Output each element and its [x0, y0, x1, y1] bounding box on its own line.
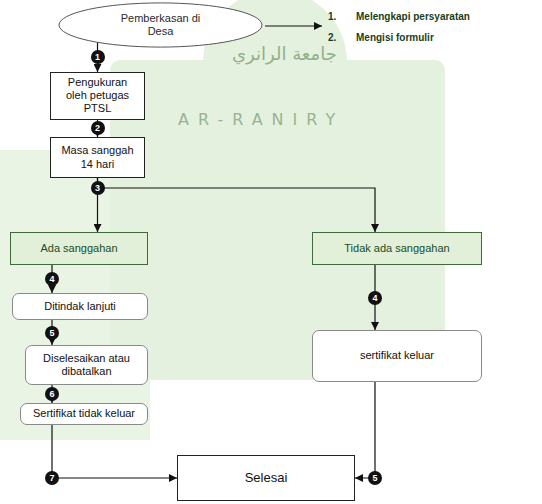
list-number: 1. [328, 11, 336, 22]
callout-number: 4 [45, 272, 59, 286]
node-text: sertifikat keluar [360, 349, 434, 362]
process-box: Pengukuran oleh petugas PTSL [50, 72, 145, 120]
node-text: Tidak ada sanggahan [344, 242, 449, 255]
list-item: Melengkapi persyaratan [356, 11, 470, 22]
watermark-text: AR-RANIRY [178, 110, 344, 129]
pointer-arrow [265, 25, 322, 26]
ellipse-shape [59, 3, 262, 47]
flow-arrow [355, 382, 375, 478]
flow-arrow [98, 178, 376, 232]
node-text: Sertifikat tidak keluar [33, 407, 135, 420]
callout-number: 7 [45, 471, 59, 485]
callout-number: 6 [45, 387, 59, 401]
node-text: Selesai [245, 470, 288, 486]
end-box: Selesai [177, 455, 355, 501]
process-box: sertifikat keluar [312, 330, 482, 382]
list-number: 2. [328, 32, 336, 43]
callout-number: 3 [91, 181, 105, 195]
node-text: Diselesaikan atau dibatalkan [31, 352, 142, 378]
start-ellipse: Pemberkasan di Desa [58, 2, 263, 48]
branch-box: Ada sanggahan [10, 232, 148, 265]
callout-number: 1 [91, 50, 105, 64]
process-box: Masa sanggah 14 hari [50, 137, 145, 178]
callout-number: 2 [91, 121, 105, 135]
node-text: Ada sanggahan [40, 242, 117, 255]
node-text: Ditindak lanjuti [44, 300, 116, 313]
list-item: Mengisi formulir [356, 32, 434, 43]
node-text: Pemberkasan di Desa [115, 12, 207, 38]
flow-arrow [52, 425, 177, 478]
node-text: Masa sanggah 14 hari [56, 144, 139, 170]
process-box: Ditindak lanjuti [12, 293, 148, 320]
branch-box: Tidak ada sanggahan [312, 232, 482, 265]
process-box: Diselesaikan atau dibatalkan [25, 345, 148, 385]
callout-number: 5 [45, 326, 59, 340]
callout-number: 5 [368, 471, 382, 485]
watermark-text: جامعة الرانري [232, 43, 337, 64]
callout-number: 4 [368, 291, 382, 305]
process-box: Sertifikat tidak keluar [20, 403, 148, 425]
node-text: Pengukuran oleh petugas PTSL [56, 76, 139, 116]
